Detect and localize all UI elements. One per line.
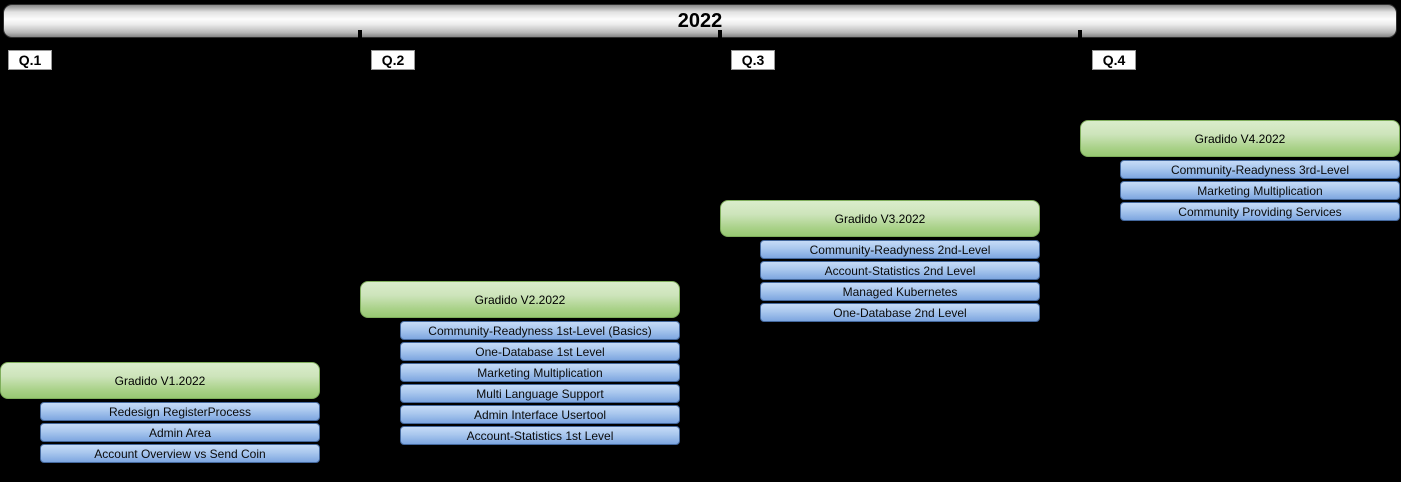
feature-box: Account-Statistics 2nd Level: [760, 261, 1040, 280]
quarter-label-q1: Q.1: [8, 50, 52, 70]
feature-box: Community-Readyness 3rd-Level: [1120, 160, 1400, 179]
release-group-q1: Gradido V1.2022 Redesign RegisterProcess…: [0, 362, 320, 465]
feature-box: Community-Readyness 1st-Level (Basics): [400, 321, 680, 340]
quarter-label-q2: Q.2: [371, 50, 415, 70]
feature-box: Community-Readyness 2nd-Level: [760, 240, 1040, 259]
feature-box: Account-Statistics 1st Level: [400, 426, 680, 445]
feature-box: Managed Kubernetes: [760, 282, 1040, 301]
quarter-divider-tick-q1-q2: [358, 30, 362, 38]
year-header-bar: 2022: [3, 4, 1397, 38]
release-group-q3: Gradido V3.2022 Community-Readyness 2nd-…: [720, 200, 1040, 324]
feature-box: Admin Interface Usertool: [400, 405, 680, 424]
year-title: 2022: [677, 9, 723, 32]
feature-box: Redesign RegisterProcess: [40, 402, 320, 421]
feature-box: Marketing Multiplication: [1120, 181, 1400, 200]
release-group-q4: Gradido V4.2022 Community-Readyness 3rd-…: [1080, 120, 1400, 223]
quarter-label-q4: Q.4: [1092, 50, 1136, 70]
feature-box: Account Overview vs Send Coin: [40, 444, 320, 463]
release-group-q2: Gradido V2.2022 Community-Readyness 1st-…: [360, 281, 680, 447]
quarter-label-q3: Q.3: [731, 50, 775, 70]
release-box-v3-2022: Gradido V3.2022: [720, 200, 1040, 237]
release-box-v4-2022: Gradido V4.2022: [1080, 120, 1400, 157]
quarter-divider-tick-q3-q4: [1078, 30, 1082, 38]
feature-box: Community Providing Services: [1120, 202, 1400, 221]
release-box-v1-2022: Gradido V1.2022: [0, 362, 320, 399]
release-box-v2-2022: Gradido V2.2022: [360, 281, 680, 318]
feature-box: One-Database 2nd Level: [760, 303, 1040, 322]
feature-box: Multi Language Support: [400, 384, 680, 403]
feature-box: Marketing Multiplication: [400, 363, 680, 382]
quarter-divider-tick-q2-q3: [718, 30, 722, 38]
feature-box: Admin Area: [40, 423, 320, 442]
feature-box: One-Database 1st Level: [400, 342, 680, 361]
